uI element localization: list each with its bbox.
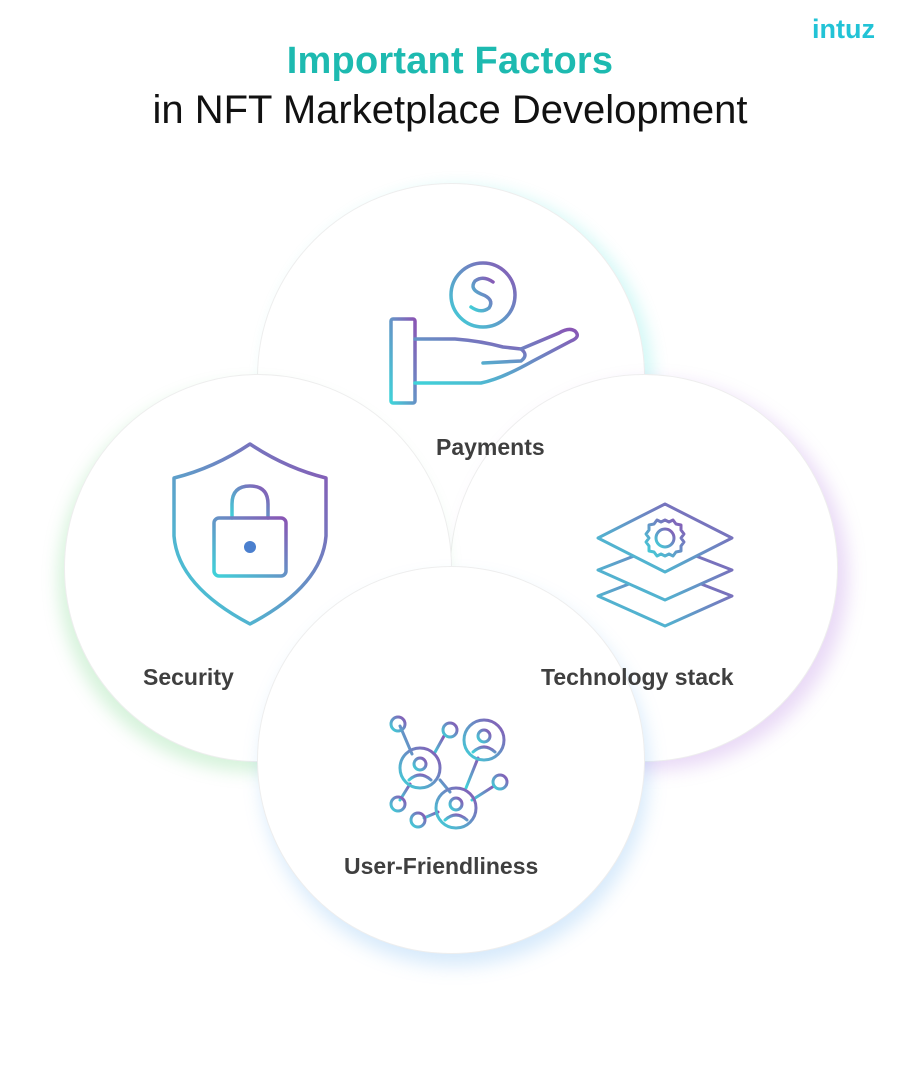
user-network-icon	[389, 715, 509, 830]
payments-label: Payments	[436, 434, 545, 460]
technology-stack-label: Technology stack	[541, 664, 734, 690]
title-subtitle: in NFT Marketplace Development	[152, 88, 748, 132]
user-friendliness-label: User-Friendliness	[344, 853, 539, 879]
logo-text: intuz	[812, 14, 875, 44]
layers-gear-icon	[596, 502, 734, 628]
intuz-logo: intuz	[812, 14, 875, 44]
hand-coin-icon	[389, 217, 579, 405]
shield-lock-icon	[172, 442, 328, 626]
security-label: Security	[143, 664, 234, 690]
title-highlight: Important Factors	[286, 40, 614, 82]
user-friendliness-circle	[257, 566, 645, 954]
